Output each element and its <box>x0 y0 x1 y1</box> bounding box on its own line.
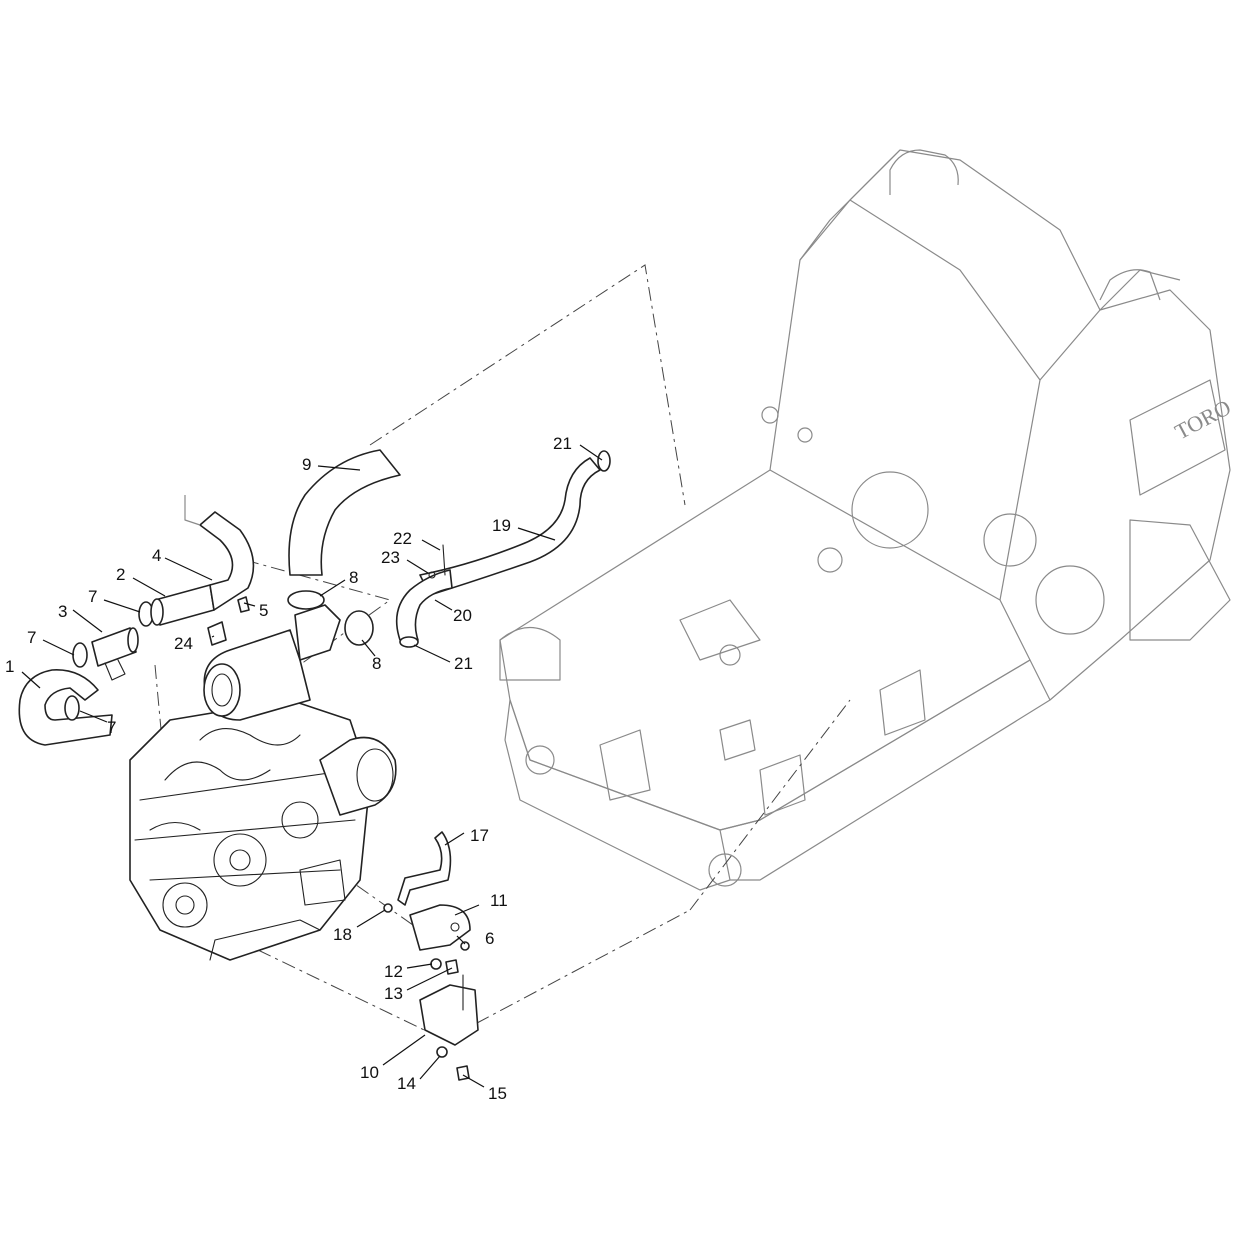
part-20-hose <box>395 569 453 641</box>
callout-4: 4 <box>152 546 161 565</box>
callout-13: 13 <box>384 984 403 1003</box>
part-10-mount <box>419 984 479 1046</box>
callout-2: 2 <box>116 565 125 584</box>
callout-6: 6 <box>485 929 494 948</box>
part-17-bracket <box>397 831 452 906</box>
callout-21-b: 21 <box>454 654 473 673</box>
callout-labels: 1 2 3 4 5 6 7 7 7 8 8 9 10 11 12 13 14 1… <box>5 434 572 1103</box>
callout-24: 24 <box>174 634 193 653</box>
callout-11: 11 <box>490 891 508 910</box>
callout-22: 22 <box>393 529 412 548</box>
callout-8-a: 8 <box>349 568 358 587</box>
part-1-hose <box>18 669 113 746</box>
callout-14: 14 <box>397 1074 416 1093</box>
callout-5: 5 <box>259 601 268 620</box>
callout-15: 15 <box>488 1084 507 1103</box>
callout-7-b: 7 <box>27 628 36 647</box>
parts <box>18 449 611 1081</box>
callout-7-a: 7 <box>88 587 97 606</box>
callout-17: 17 <box>470 826 489 845</box>
part-11-bracket <box>409 904 471 951</box>
callout-20: 20 <box>453 606 472 625</box>
callout-23: 23 <box>381 548 400 567</box>
part-4-pipe <box>199 511 255 611</box>
part-2-hose <box>154 584 215 626</box>
callout-12: 12 <box>384 962 403 981</box>
callout-1: 1 <box>5 657 14 676</box>
part-3-tube <box>91 627 137 667</box>
callout-8-b: 8 <box>372 654 381 673</box>
callout-9: 9 <box>302 455 311 474</box>
part-9-hose <box>288 449 401 576</box>
callout-3: 3 <box>58 602 67 621</box>
callout-18: 18 <box>333 925 352 944</box>
machine-frame-ghost: TORO <box>499 149 1235 891</box>
callout-10: 10 <box>360 1063 379 1082</box>
alignment-lines <box>154 264 851 1041</box>
callout-21-a: 21 <box>553 434 572 453</box>
leader-lines <box>21 444 603 1088</box>
callout-19: 19 <box>492 516 511 535</box>
callout-7-c: 7 <box>107 718 116 737</box>
engine-assembly <box>129 604 397 961</box>
